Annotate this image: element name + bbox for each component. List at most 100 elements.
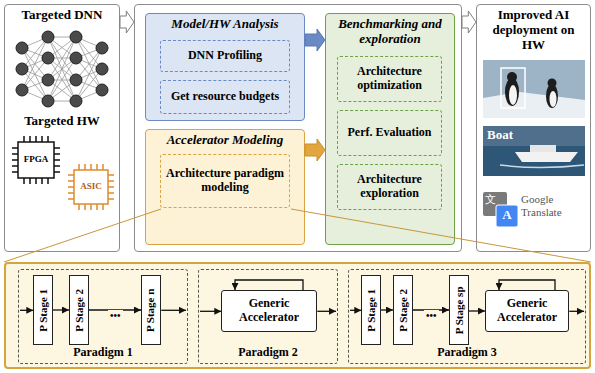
panel-heading: Targeted DNN (22, 8, 103, 23)
step-label: Architecture optimization (341, 65, 438, 93)
stage-label: P Stage n (145, 288, 158, 331)
panel-heading: Targeted HW (24, 114, 100, 129)
stage-label: P Stage sp (453, 286, 466, 334)
neuron (42, 74, 54, 86)
paradigm-panel: Paradigm 1P Stage 1P Stage 2P Stage nPar… (4, 262, 591, 369)
paradigm-label: Paradigm 2 (238, 346, 298, 360)
neuron (16, 84, 28, 96)
step-box: Get resource budgets (160, 80, 290, 114)
ellipsis-holder: ••• (103, 305, 127, 323)
analysis-box: Model/HW AnalysisDNN ProfilingGet resour… (145, 13, 305, 121)
step-box: Architecture optimization (337, 56, 442, 102)
stage-label: P Stage 1 (37, 289, 50, 332)
accelerator-label: Generic Accelerator (489, 297, 565, 325)
accelerator-box: Generic Accelerator (221, 290, 317, 332)
app-name: Google Translate (521, 193, 585, 218)
step-box: Architecture exploration (337, 164, 442, 210)
ellipsis: ••• (424, 310, 439, 322)
ellipsis-holder: ••• (419, 305, 443, 323)
photo (483, 60, 585, 118)
step-label: Architecture exploration (341, 173, 438, 201)
neuron (70, 31, 82, 43)
neuron (42, 52, 54, 64)
benchmark-box: Benchmarking and explorationArchitecture… (325, 13, 455, 245)
paradigm-box: Paradigm 2 Generic Accelerator (198, 269, 338, 364)
icon-glyph-holder: 文 (484, 193, 496, 206)
icon-glyph: A (496, 208, 518, 223)
chip-body (74, 170, 108, 204)
step-label: Architecture paradigm modeling (164, 167, 286, 195)
photo-sky (483, 126, 585, 146)
box-heading: Accelerator Modeling (167, 133, 284, 148)
stage-label: P Stage 2 (73, 289, 86, 332)
penguin-belly (550, 91, 557, 107)
paradigm-box: Paradigm 1 P Stage 1 P Stage 2 P Stage n (18, 269, 188, 364)
input-arrow (350, 310, 361, 311)
neuron (16, 63, 28, 75)
neuron (42, 95, 54, 107)
photo-sea (483, 146, 585, 176)
step-box: Architecture paradigm modeling (160, 154, 290, 208)
chip-label-holder: ASIC (74, 181, 108, 191)
boat-cabin (530, 145, 556, 153)
flow-arrow (53, 309, 69, 310)
step-label: DNN Profiling (188, 49, 262, 63)
step-box: Perf. Evaluation (337, 110, 442, 156)
icon-square (496, 205, 518, 227)
output-arrow (317, 311, 336, 312)
chip-label-holder: FPGA (18, 154, 54, 164)
app-name-holder: Google Translate (521, 193, 585, 218)
chip-body (18, 142, 54, 178)
stage-box: P Stage 2 (393, 275, 413, 345)
neuron (70, 52, 82, 64)
output-arrow (161, 310, 186, 311)
chip-pins (68, 164, 114, 210)
chip-label: FPGA (18, 154, 54, 164)
ice-ground (483, 92, 585, 118)
boat-hull (515, 152, 578, 162)
flow-arrow (381, 309, 393, 310)
paradigm-label: Paradigm 3 (437, 346, 497, 360)
block-arrow (120, 11, 134, 33)
stage-box: P Stage n (141, 275, 161, 345)
neuron (96, 42, 108, 54)
penguin-belly (509, 85, 517, 105)
stage-label: P Stage 1 (365, 289, 378, 332)
icon-glyph: 文 (484, 193, 496, 206)
neuron (96, 63, 108, 75)
input-panel: Targeted DNN Targeted HW (4, 4, 120, 252)
accelerator-label: Generic Accelerator (225, 297, 313, 325)
stage-box: P Stage 1 (33, 275, 53, 345)
flow-arrow (469, 310, 485, 311)
penguin-head (548, 79, 557, 88)
chip-pins (12, 136, 60, 184)
step-label: Perf. Evaluation (348, 126, 432, 140)
neuron (70, 95, 82, 107)
penguin (505, 78, 519, 106)
box-heading: Model/HW Analysis (171, 17, 278, 32)
framework-panel: Model/HW AnalysisDNN ProfilingGet resour… (134, 4, 462, 252)
modeling-box: Accelerator ModelingArchitecture paradig… (145, 129, 305, 245)
step-label: Get resource budgets (171, 90, 279, 104)
neuron (96, 84, 108, 96)
output-arrow (569, 311, 584, 312)
stage-box: P Stage sp (449, 275, 469, 345)
stage-box: P Stage 1 (361, 275, 381, 345)
paradigm-box: Paradigm 3 P Stage 1 P Stage 2 P Stage sp Ge… (348, 269, 586, 364)
image-class-label: Boat (487, 128, 527, 143)
neuron (16, 42, 28, 54)
stage-box: P Stage 2 (69, 275, 89, 345)
detection-box (501, 68, 525, 108)
boat-wake (500, 165, 584, 168)
neuron (42, 31, 54, 43)
box-heading: Benchmarking and exploration (329, 17, 451, 47)
panel-heading: Improved AI deployment on HW (480, 8, 587, 53)
paradigm-label: Paradigm 1 (73, 346, 133, 360)
stage-label: P Stage 2 (397, 289, 410, 332)
penguin (546, 84, 558, 108)
neuron (70, 74, 82, 86)
input-arrow (200, 311, 221, 312)
step-box: DNN Profiling (160, 40, 290, 72)
penguin-head (507, 72, 517, 82)
ellipsis: ••• (108, 310, 123, 322)
